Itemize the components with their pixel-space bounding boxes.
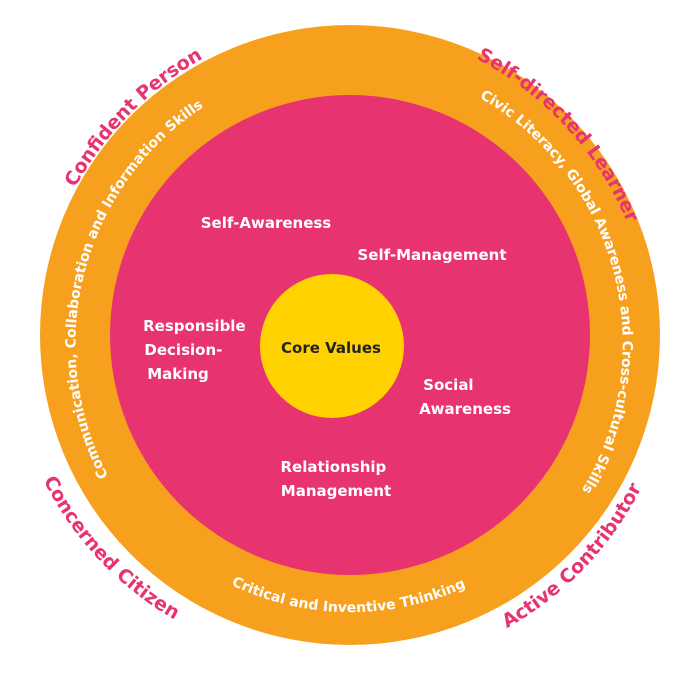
competency-relationship-management: Relationship Management <box>280 458 391 500</box>
core-values-label: Core Values <box>281 339 381 357</box>
competency-self-management: Self-Management <box>357 246 506 264</box>
core-circle <box>260 274 404 418</box>
competency-self-awareness: Self-Awareness <box>201 214 332 232</box>
competency-responsible-decision-making: Responsible Decision- Making <box>143 317 251 383</box>
competency-social-awareness: Social Awareness <box>419 376 511 418</box>
